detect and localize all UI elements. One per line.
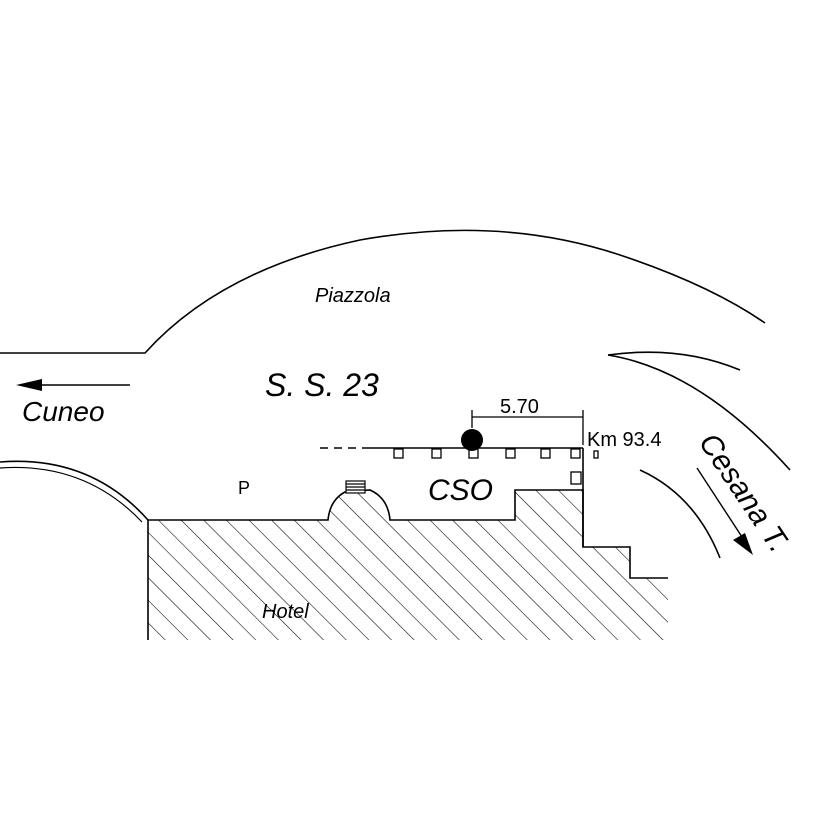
road-upper-edge — [0, 229, 766, 354]
cesana-arrow-icon — [696, 467, 753, 555]
sensor-marker — [461, 429, 483, 451]
road-label: S. S. 23 — [265, 367, 379, 403]
station-label: CSO — [428, 474, 493, 507]
dimension-label: 5.70 — [500, 396, 539, 418]
parking-label: P — [238, 478, 250, 498]
striped-box-icon — [345, 480, 366, 494]
road-left-arc-outer — [0, 460, 149, 521]
cuneo-label: Cuneo — [22, 396, 105, 427]
cuneo-arrow-icon — [16, 379, 130, 391]
road-left-arc-inner — [0, 466, 143, 523]
road-curve-right-upper — [607, 351, 741, 371]
km-label: Km 93.4 — [587, 429, 661, 451]
hotel-hatch — [148, 490, 668, 640]
hotel-label: Hotel — [262, 601, 309, 623]
road-curve-right-lower — [607, 354, 791, 471]
piazzola-label: Piazzola — [315, 285, 391, 307]
dimension-line — [471, 410, 584, 445]
posts — [393, 448, 599, 485]
hotel-outline — [147, 489, 668, 640]
road-curve-lower-right — [639, 469, 721, 559]
